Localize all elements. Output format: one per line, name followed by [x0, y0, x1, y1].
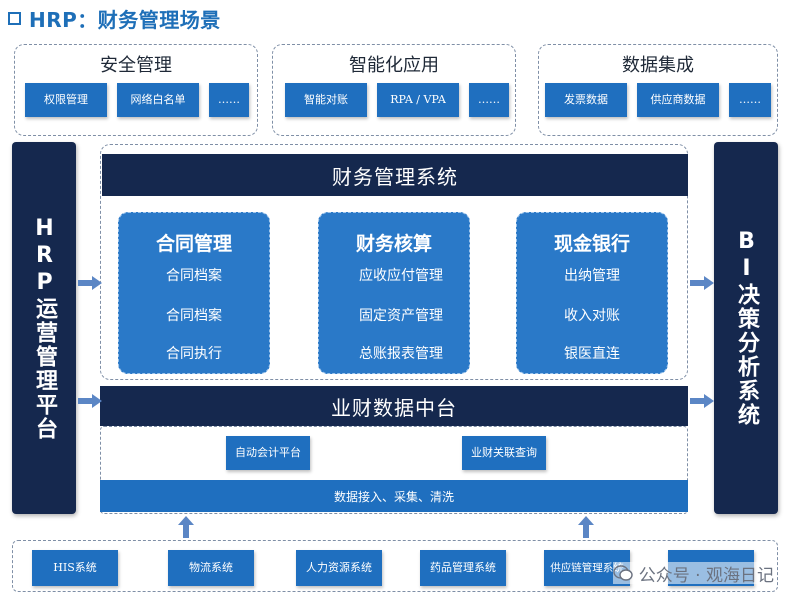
left-pillar-hrp-platform: HRP运营管理平台 [12, 142, 76, 514]
module-item: 银医直连 [564, 346, 620, 362]
logistics-system-button[interactable]: 物流系统 [168, 550, 254, 586]
arrow-right-icon [690, 276, 714, 290]
wechat-icon [613, 565, 633, 581]
module-item: 应收应付管理 [359, 268, 443, 284]
title-row: HRP：财务管理场景 [8, 4, 221, 32]
auto-accounting-button[interactable]: 自动会计平台 [226, 436, 310, 470]
title-square-icon [8, 11, 21, 25]
group-intelligent: 智能化应用 智能对账 RPA / VPA …… [272, 44, 516, 136]
module-item: 固定资产管理 [359, 308, 443, 324]
module-contract: 合同管理 合同档案 合同档案 合同执行 [118, 212, 270, 374]
finance-system-container [100, 144, 688, 380]
module-title: 现金银行 [553, 233, 630, 255]
data-platform-band: 业财数据中台 [100, 386, 688, 426]
bottom-systems-container [12, 540, 778, 592]
watermark: 公众号 · 观海日记 [612, 562, 774, 586]
right-pillar-label: BI决策分析系统 [734, 229, 759, 427]
smart-reconcile-button[interactable]: 智能对账 [285, 83, 367, 117]
invoice-data-button[interactable]: 发票数据 [545, 83, 627, 117]
arrow-right-icon [78, 276, 102, 290]
more-button[interactable]: …… [209, 83, 249, 117]
group-data-integration: 数据集成 发票数据 供应商数据 …… [538, 44, 778, 136]
his-system-button[interactable]: HIS系统 [32, 550, 118, 586]
more-button[interactable]: …… [469, 83, 509, 117]
module-item: 合同执行 [166, 346, 222, 362]
module-item: 出纳管理 [564, 268, 620, 284]
permission-button[interactable]: 权限管理 [25, 83, 107, 117]
module-title: 合同管理 [155, 233, 232, 255]
module-accounting: 财务核算 应收应付管理 固定资产管理 总账报表管理 [318, 212, 470, 374]
hr-system-button[interactable]: 人力资源系统 [296, 550, 382, 586]
module-item: 总账报表管理 [359, 346, 443, 362]
arrow-right-icon [78, 394, 102, 408]
group-title: 数据集成 [622, 55, 694, 76]
arrow-up-icon [578, 516, 594, 538]
business-finance-query-button[interactable]: 业财关联查询 [462, 436, 546, 470]
rpa-vpa-button[interactable]: RPA / VPA [377, 83, 459, 117]
page-title: HRP：财务管理场景 [29, 7, 221, 32]
arrow-right-icon [690, 394, 714, 408]
module-title: 财务核算 [355, 233, 432, 255]
whitelist-button[interactable]: 网络白名单 [117, 83, 199, 117]
module-item: 合同档案 [166, 268, 222, 284]
supplier-data-button[interactable]: 供应商数据 [637, 83, 719, 117]
group-security: 安全管理 权限管理 网络白名单 …… [14, 44, 258, 136]
module-cash-bank: 现金银行 出纳管理 收入对账 银医直连 [516, 212, 668, 374]
watermark-text: 公众号 · 观海日记 [638, 565, 774, 586]
group-title: 智能化应用 [349, 55, 439, 76]
module-item: 合同档案 [166, 308, 222, 324]
data-ingest-strip: 数据接入、采集、清洗 [100, 480, 688, 512]
finance-system-band: 财务管理系统 [102, 154, 688, 196]
arrow-up-icon [178, 516, 194, 538]
left-pillar-label: HRP运营管理平台 [32, 215, 57, 441]
module-item: 收入对账 [564, 308, 620, 324]
right-pillar-bi: BI决策分析系统 [714, 142, 778, 514]
drug-system-button[interactable]: 药品管理系统 [420, 550, 506, 586]
group-title: 安全管理 [100, 55, 172, 76]
data-platform-container [100, 426, 688, 514]
more-button[interactable]: …… [729, 83, 771, 117]
